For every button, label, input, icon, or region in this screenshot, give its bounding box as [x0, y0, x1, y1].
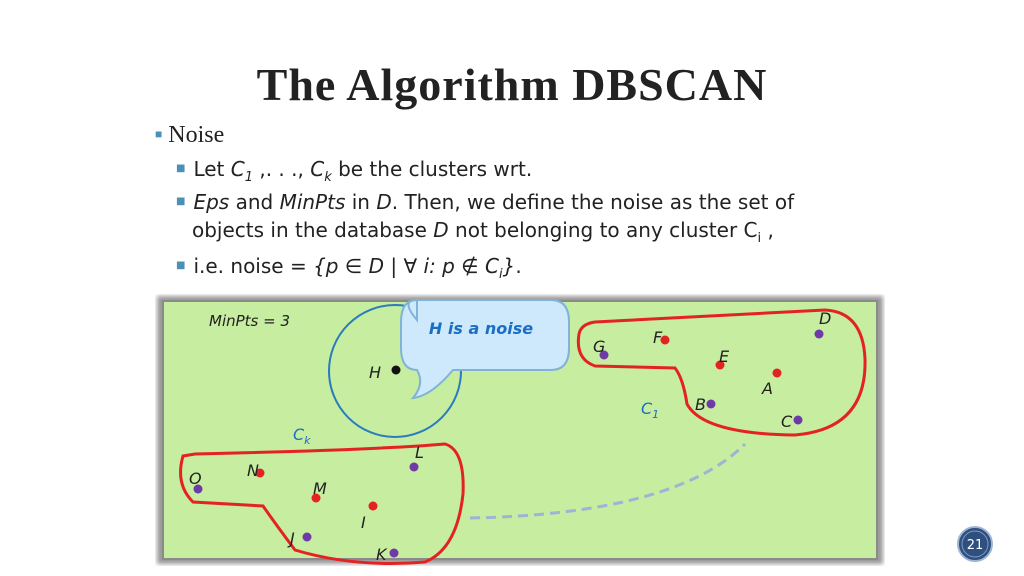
dbscan-diagram: H is a noise MinPts = 3 Ck C1 H G F E D … — [157, 296, 883, 565]
square-bullet-icon: ■ — [176, 260, 186, 271]
minpts-label: MinPts = 3 — [209, 312, 290, 330]
square-bullet-icon: ■ — [176, 196, 186, 207]
svg-text:J: J — [287, 529, 295, 548]
svg-text:K: K — [376, 545, 388, 564]
svg-text:G: G — [593, 337, 605, 356]
svg-text:E: E — [719, 347, 730, 366]
cluster-c1-label: C1 — [641, 399, 659, 421]
point-n: N — [247, 461, 265, 480]
svg-text:D: D — [819, 309, 831, 328]
bullet-eps-minpts: ■Eps and MinPts in D. Then, we define th… — [176, 190, 795, 214]
slide-title: The Algorithm DBSCAN — [256, 59, 768, 110]
bullet-noise: ■Noise — [155, 122, 225, 148]
point-j: J — [287, 529, 312, 548]
callout-text: H is a noise — [429, 319, 533, 338]
svg-text:I: I — [361, 513, 366, 532]
point-b: B — [695, 395, 716, 414]
point-a: A — [761, 368, 782, 398]
point-e: E — [715, 347, 730, 370]
svg-text:L: L — [415, 443, 424, 462]
point-o: O — [189, 469, 203, 494]
point-h: H — [369, 363, 401, 382]
point-i: I — [361, 501, 378, 532]
svg-text:B: B — [695, 395, 706, 414]
point-c: C — [781, 412, 803, 431]
svg-text:A: A — [761, 379, 773, 398]
square-bullet-icon: ■ — [155, 126, 163, 141]
point-g: G — [593, 337, 609, 360]
svg-text:F: F — [653, 328, 663, 347]
bullet-clusters: ■Let C1 ,. . ., Ck be the clusters wrt. — [176, 157, 533, 185]
point-k: K — [376, 545, 399, 564]
svg-text:O: O — [189, 469, 202, 488]
cluster-ck-outline — [179, 442, 465, 565]
bullet-noise-formula: ■i.e. noise = {p ∈ D | ∀ i: p ∉ Ci}. — [176, 254, 522, 282]
page-number-badge: 21 — [957, 526, 993, 562]
point-f: F — [653, 328, 670, 347]
point-m: M — [311, 479, 327, 503]
svg-text:N: N — [247, 461, 259, 480]
svg-text:C: C — [781, 412, 793, 431]
point-l: L — [409, 443, 424, 472]
bullet-list: ■Noise ■Let C1 ,. . ., Ck be the cluster… — [155, 122, 795, 282]
svg-text:M: M — [313, 479, 327, 498]
cluster-c1-outline — [576, 308, 867, 437]
svg-text:H: H — [369, 363, 381, 382]
bullet-eps-continuation: objects in the database D not belonging … — [192, 218, 774, 246]
dashed-connector — [469, 442, 747, 520]
point-d: D — [814, 309, 831, 339]
page-number: 21 — [967, 538, 984, 553]
square-bullet-icon: ■ — [176, 163, 186, 174]
callout-bubble — [400, 298, 570, 400]
cluster-ck-label: Ck — [293, 425, 311, 447]
